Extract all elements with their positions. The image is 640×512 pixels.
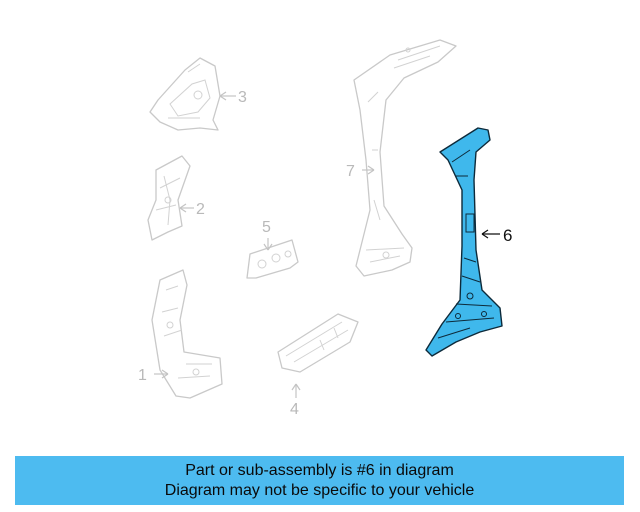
banner-line-1: Part or sub-assembly is #6 in diagram [185, 461, 454, 479]
banner-line-2: Diagram may not be specific to your vehi… [164, 481, 475, 499]
part-1-reinforcement [151, 269, 223, 399]
part-3-bracket [149, 57, 221, 131]
parts-diagram: 3 2 1 5 4 7 [138, 39, 512, 418]
callout-4: 4 [290, 401, 299, 418]
part-5-plate [246, 239, 299, 279]
part-4-rocker [277, 313, 359, 373]
callout-3: 3 [238, 89, 247, 106]
part-7-outer-pillar [353, 39, 457, 277]
callout-7: 7 [346, 163, 355, 180]
callout-1: 1 [138, 367, 147, 384]
callout-5: 5 [262, 219, 271, 236]
info-banner: Part or sub-assembly is #6 in diagram Di… [15, 456, 624, 505]
part-2-bracket [147, 155, 191, 241]
part-6-inner-pillar-highlighted [425, 127, 503, 357]
callout-2: 2 [196, 201, 205, 218]
callout-6: 6 [503, 226, 512, 245]
